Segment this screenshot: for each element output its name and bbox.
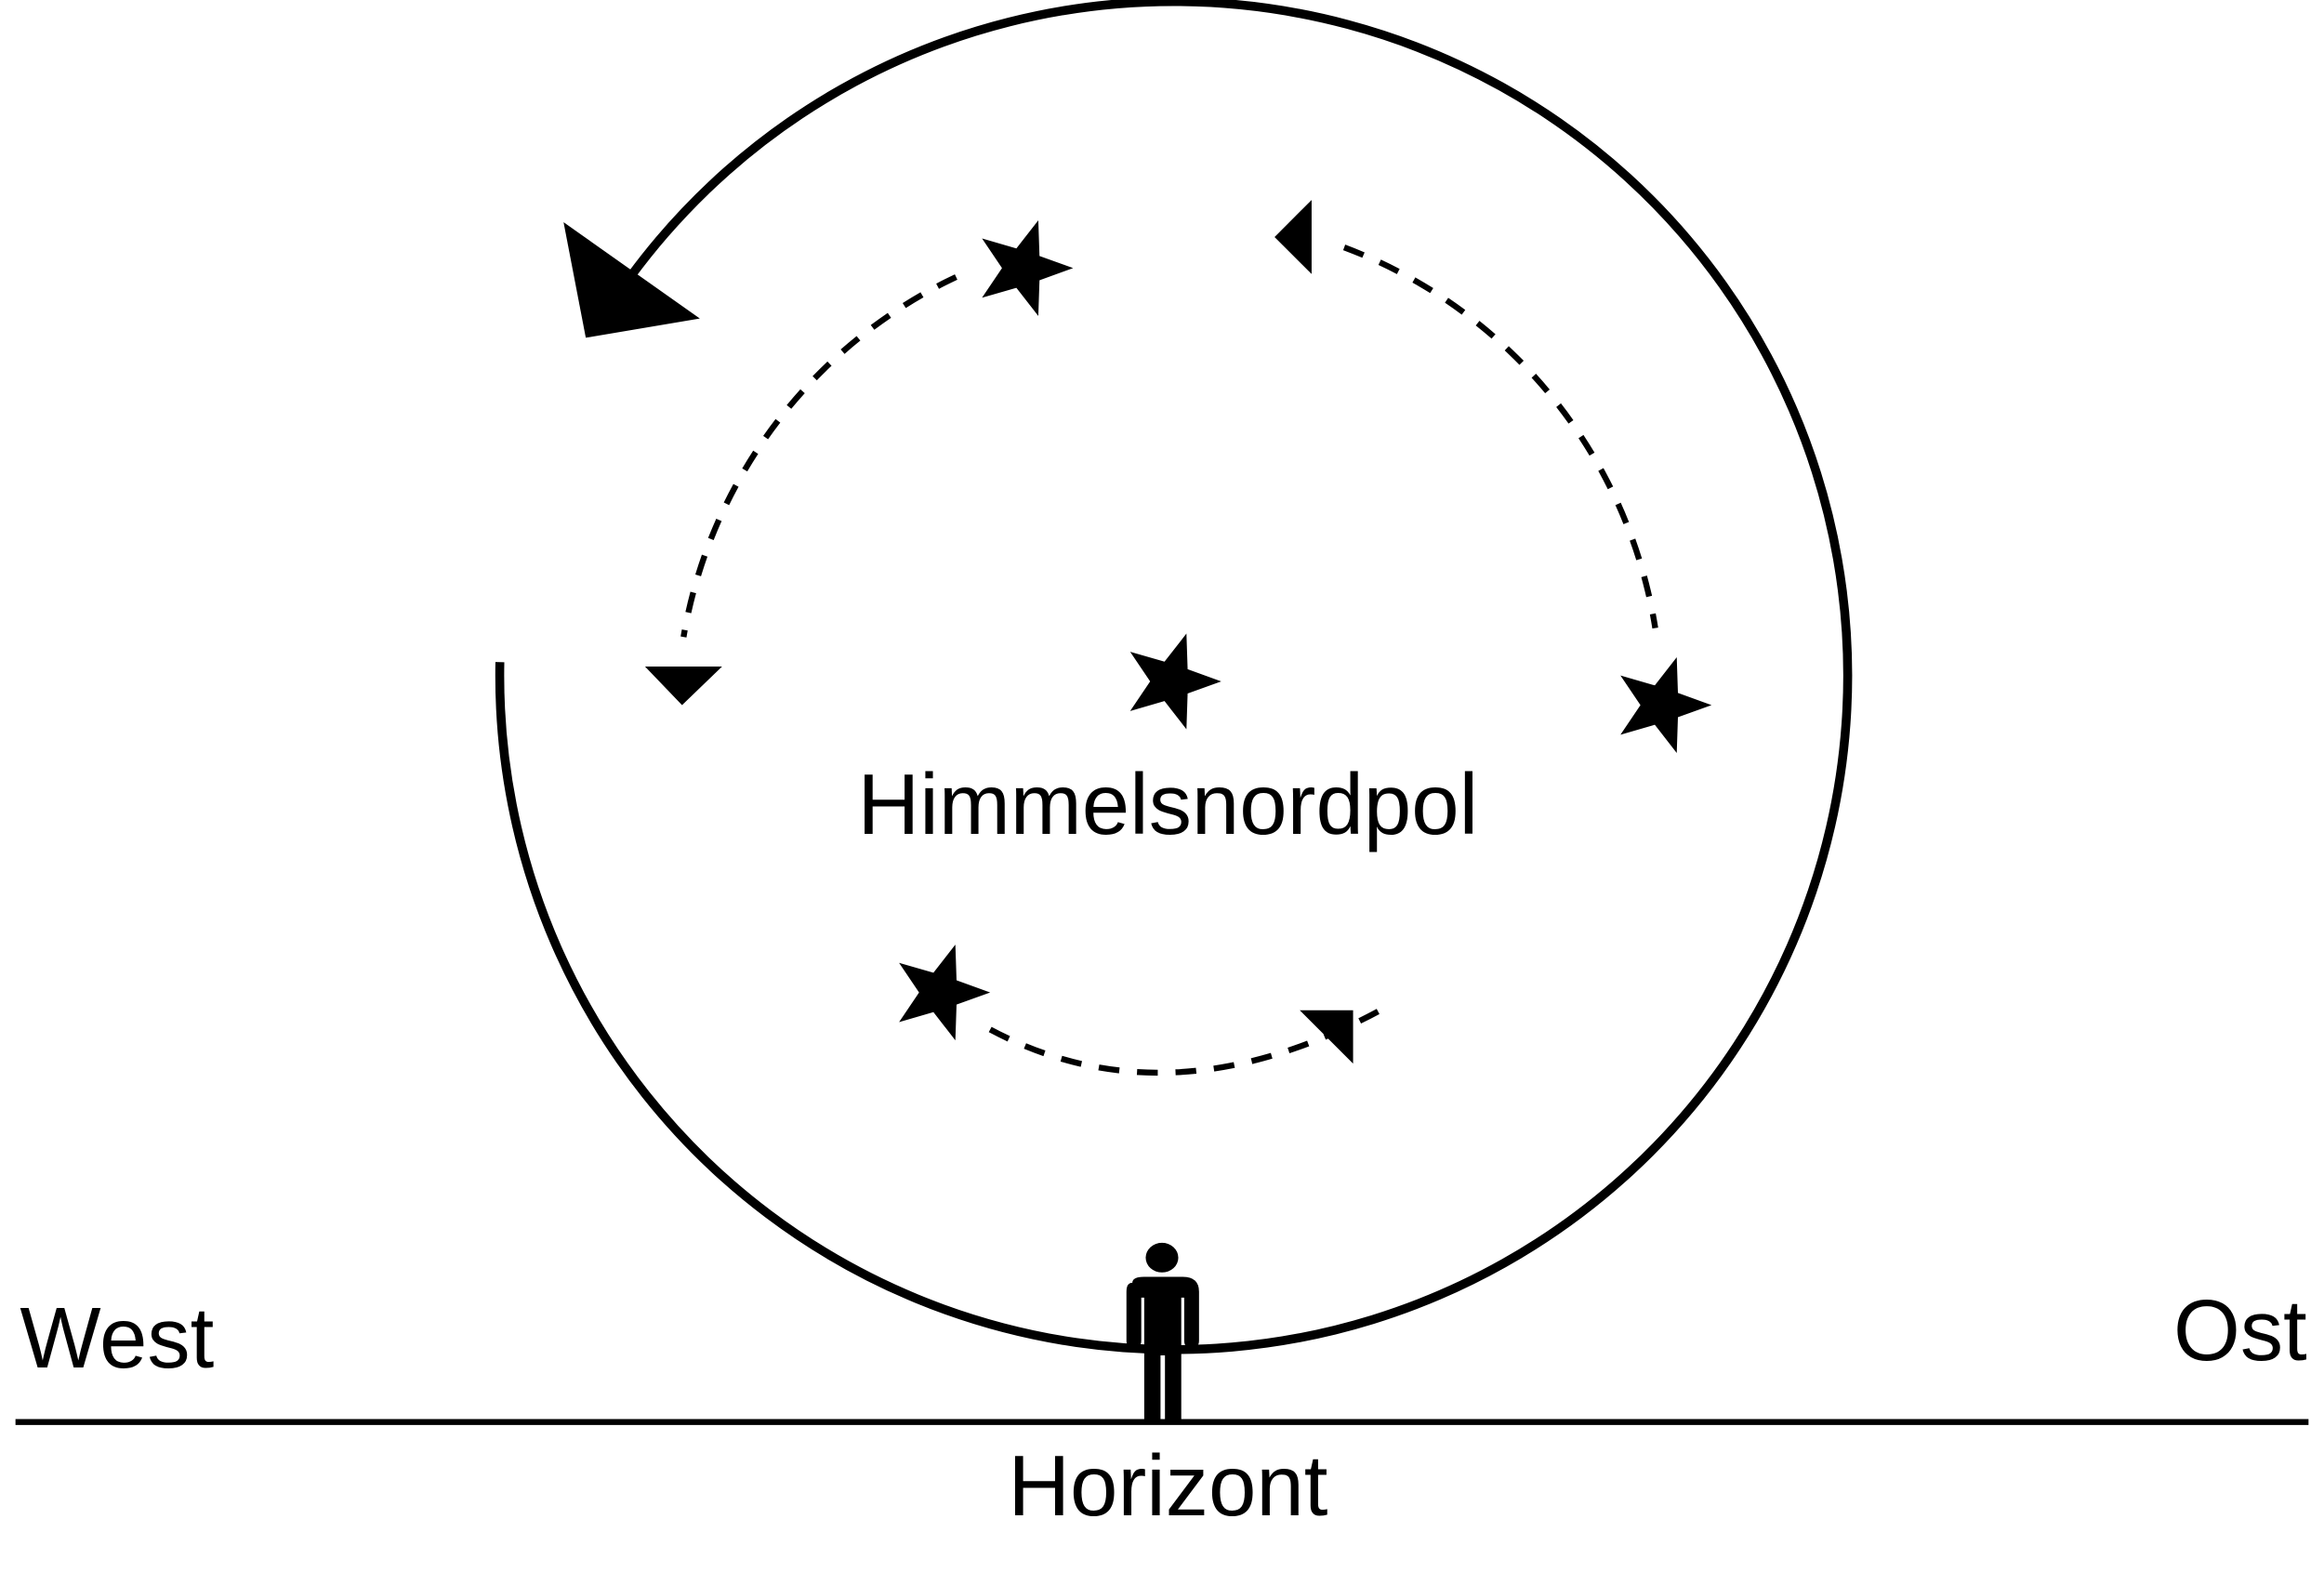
dashed-arc-upper-right — [1342, 244, 1658, 629]
arrowhead-icon — [644, 667, 722, 706]
star-icon — [982, 219, 1074, 316]
person-icon — [1126, 1242, 1199, 1420]
outer-circle-path — [495, 0, 1853, 1354]
outer-arrowhead-icon — [563, 222, 700, 338]
dashed-arc-upper-left — [680, 274, 957, 638]
arrowhead-icon — [1274, 200, 1312, 274]
west-label: West — [20, 1289, 214, 1386]
east-label: Ost — [2173, 1282, 2307, 1379]
horizon-label: Horizont — [1008, 1437, 1327, 1534]
pole-label: Himmelsnordpol — [858, 756, 1479, 852]
star-icon — [1129, 633, 1221, 730]
star-icon — [1620, 657, 1712, 753]
star-icon — [899, 944, 991, 1041]
